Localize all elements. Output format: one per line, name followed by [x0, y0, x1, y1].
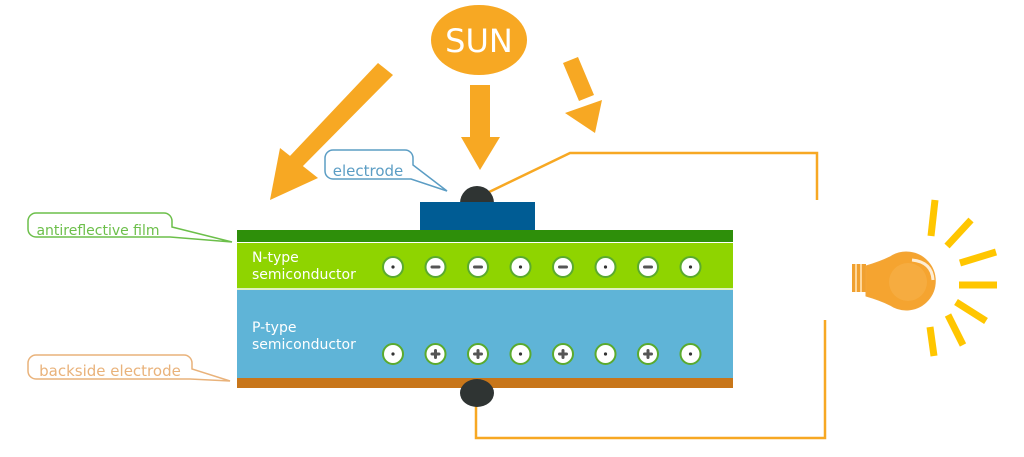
- electrode-callout: electrode: [324, 149, 448, 192]
- electrode-label: electrode: [333, 162, 404, 180]
- n-type-label-line1: N-type: [252, 250, 299, 266]
- sun-label: SUN: [445, 22, 513, 60]
- charge-positive-icon: [552, 343, 574, 365]
- p-type-label-line2: semiconductor: [252, 337, 356, 353]
- backside-electrode-callout: backside electrode: [27, 354, 231, 382]
- charge-negative-icon: [637, 256, 659, 278]
- charge-neutral-icon: [594, 343, 617, 365]
- charge-neutral-icon: [679, 343, 702, 365]
- charge-neutral-icon: [382, 256, 404, 278]
- charge-positive-icon: [637, 343, 659, 365]
- wire-bottom: [474, 320, 827, 440]
- charge-neutral-icon: [509, 343, 532, 365]
- charge-neutral-icon: [382, 343, 404, 365]
- charge-negative-icon: [424, 256, 447, 278]
- top-electrode: [420, 202, 535, 230]
- p-type-charges: [382, 343, 702, 365]
- charge-neutral-icon: [679, 256, 702, 278]
- charge-negative-icon: [467, 256, 489, 278]
- sunlight-arrow-center: [461, 85, 500, 170]
- backside-electrode-label: backside electrode: [39, 362, 181, 380]
- charge-negative-icon: [552, 256, 574, 278]
- p-type-label-line1: P-type: [252, 320, 296, 336]
- sunlight-arrow-right: [563, 57, 602, 133]
- n-type-charges: [382, 256, 702, 278]
- n-type-label-line2: semiconductor: [252, 267, 356, 283]
- sunlight-arrows: [270, 57, 602, 200]
- sun-ellipse: [431, 5, 527, 75]
- sunlight-arrow-left: [270, 63, 393, 200]
- sun: SUN: [431, 5, 527, 75]
- antireflective-film-layer: [237, 230, 733, 242]
- charge-neutral-icon: [509, 256, 532, 278]
- charge-positive-icon: [424, 343, 447, 365]
- light-bulb-icon: [852, 251, 936, 311]
- antireflective-film-label: antireflective film: [36, 223, 159, 239]
- light-rays: [926, 199, 998, 357]
- wire-top: [484, 151, 819, 200]
- circuit-wire: [474, 151, 827, 440]
- charge-neutral-icon: [594, 256, 617, 278]
- charge-positive-icon: [467, 343, 489, 365]
- p-type-layer: [237, 290, 733, 378]
- antireflective-film-callout: antireflective film: [27, 212, 233, 243]
- layer-separator: [237, 288, 733, 290]
- top-contact: [460, 186, 494, 203]
- bulb-base: [852, 264, 866, 292]
- bottom-contact: [460, 379, 494, 407]
